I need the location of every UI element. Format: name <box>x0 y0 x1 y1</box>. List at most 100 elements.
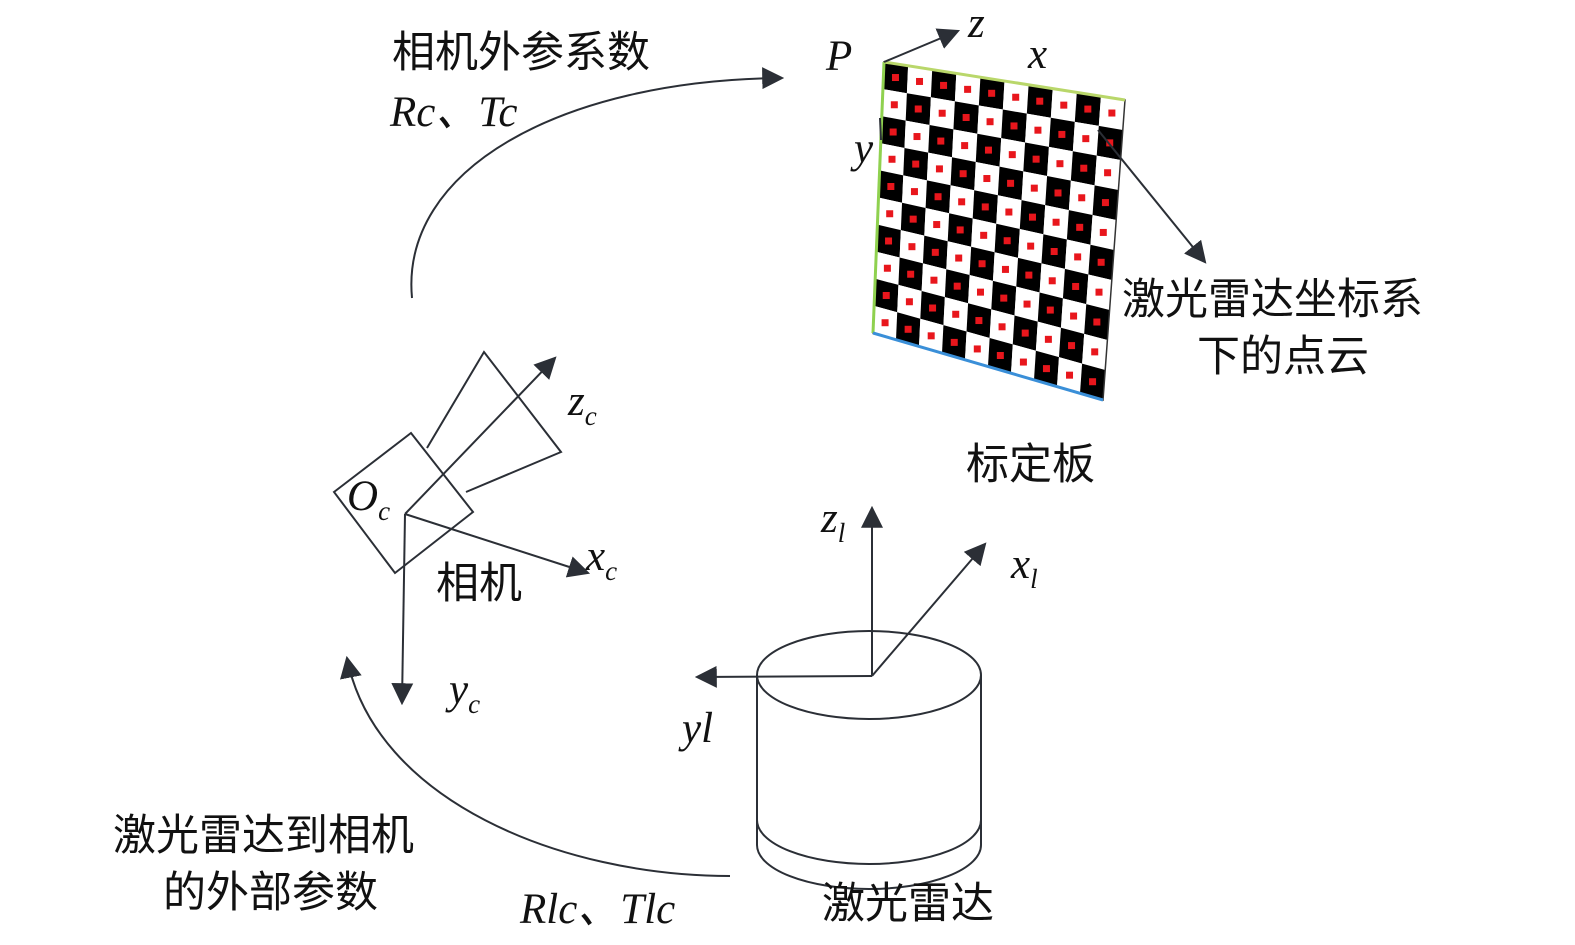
lidar-to-camera-line2: 的外部参数 <box>163 868 378 918</box>
point-cloud-dot <box>934 193 942 201</box>
lidar-to-camera-line1: 激光雷达到相机 <box>113 811 414 861</box>
lidar-y-axis <box>694 665 873 688</box>
lidar-z-main: z <box>820 495 838 542</box>
lidar-x-main: x <box>1010 541 1030 588</box>
point-cloud-dot <box>1021 329 1029 337</box>
point-cloud-dot <box>950 338 958 346</box>
lidar-x-label: xl <box>1010 541 1038 594</box>
camera-z-sub: c <box>585 401 597 431</box>
calibration-board <box>871 60 1126 402</box>
point-cloud-dot <box>1019 358 1027 366</box>
point-cloud-dot <box>1050 248 1058 256</box>
point-cloud-dot <box>1082 135 1090 143</box>
point-cloud-dot <box>937 137 945 145</box>
point-cloud-dot <box>1034 126 1042 134</box>
camera-x-sub: c <box>605 556 617 586</box>
board-edge-left <box>871 61 886 334</box>
camera-y-main: y <box>445 666 469 713</box>
board-edge-bottom <box>872 331 1104 402</box>
point-cloud-dot <box>1025 271 1033 279</box>
point-cloud-dot <box>1068 342 1076 350</box>
camera-y-sub: c <box>468 689 480 719</box>
calibration-board-label: 标定板 <box>966 440 1095 490</box>
point-cloud-dot <box>961 142 969 150</box>
point-cloud-dot <box>1000 294 1008 302</box>
lidar-label: 激光雷达 <box>822 879 994 929</box>
point-cloud-dot <box>998 323 1006 331</box>
point-cloud-label-line2: 下的点云 <box>1197 332 1369 382</box>
point-cloud-dot <box>883 264 891 272</box>
point-cloud-dot <box>882 291 890 299</box>
point-cloud-dot <box>964 85 972 93</box>
point-cloud-dot <box>1044 335 1052 343</box>
point-cloud-dot <box>1023 300 1031 308</box>
point-cloud-dot <box>1027 242 1035 250</box>
camera-origin-label: Oc <box>347 473 390 526</box>
camera-z-main: z <box>567 378 585 425</box>
camera-x-main: x <box>585 533 605 580</box>
point-cloud-dot <box>1042 365 1050 373</box>
point-cloud-dot <box>1078 194 1086 202</box>
point-cloud-dot <box>1089 378 1097 386</box>
point-cloud-dot <box>908 243 916 251</box>
board-z-axis <box>883 28 961 63</box>
point-cloud-dot <box>1032 155 1040 163</box>
point-cloud-dot <box>1080 164 1088 172</box>
point-cloud-dot <box>1058 130 1066 138</box>
point-cloud-dot <box>1012 93 1020 101</box>
point-cloud-dot <box>986 118 994 126</box>
lidar-z-label: zl <box>820 495 845 548</box>
lidar-y-label: yl <box>678 705 713 752</box>
point-cloud-dot <box>890 101 898 109</box>
point-cloud-dot <box>1001 265 1009 273</box>
point-cloud-dot <box>904 325 912 333</box>
camera-extrinsic-symbols: Rc、Tc <box>389 89 517 136</box>
point-cloud-dots <box>881 74 1116 386</box>
point-cloud-dot <box>953 282 961 290</box>
camera-y-label: yc <box>445 666 480 719</box>
point-cloud-dot <box>938 109 946 117</box>
point-cloud-dot <box>976 288 984 296</box>
point-cloud-dot <box>1093 318 1101 326</box>
camera-box <box>332 431 475 575</box>
point-cloud-dot <box>1010 122 1018 130</box>
point-cloud-dot <box>909 215 917 223</box>
point-cloud-dot <box>956 226 964 234</box>
point-cloud-dot <box>962 113 970 121</box>
point-cloud-dot <box>952 310 960 318</box>
point-cloud-dot <box>1036 97 1044 105</box>
point-cloud-dot <box>885 237 893 245</box>
lidar-x-axis <box>871 542 987 677</box>
point-cloud-dot <box>1104 169 1112 177</box>
point-cloud-dot <box>1052 218 1060 226</box>
point-cloud-dot <box>1097 258 1105 266</box>
point-cloud-dot <box>914 105 922 113</box>
point-cloud-dot <box>983 175 991 183</box>
point-cloud-dot <box>889 128 897 136</box>
lidar-cylinder <box>756 630 982 890</box>
point-cloud-dot <box>955 254 963 262</box>
point-cloud-dot <box>935 165 943 173</box>
point-cloud-dot <box>916 77 924 85</box>
point-cloud-dot <box>887 183 895 191</box>
lidar-cylinder-band <box>756 819 982 865</box>
point-cloud-dot <box>931 248 939 256</box>
point-cloud-dot <box>1095 288 1103 296</box>
point-cloud-dot <box>1072 282 1080 290</box>
point-cloud-dot <box>1056 160 1064 168</box>
board-y-axis-tick <box>879 117 882 141</box>
point-cloud-dot <box>888 155 896 163</box>
camera-label: 相机 <box>436 559 522 609</box>
camera-body <box>332 350 563 575</box>
point-cloud-dot <box>1101 199 1109 207</box>
board-axis-z-label: z <box>967 0 985 47</box>
point-cloud-dot <box>978 260 986 268</box>
point-cloud-dot <box>1074 253 1082 261</box>
point-cloud-dot <box>1099 228 1107 236</box>
point-cloud-dot <box>905 298 913 306</box>
point-cloud-dot <box>1084 105 1092 113</box>
point-cloud-dot <box>910 188 918 196</box>
point-cloud-dot <box>891 74 899 82</box>
point-cloud-dot <box>1005 208 1013 216</box>
